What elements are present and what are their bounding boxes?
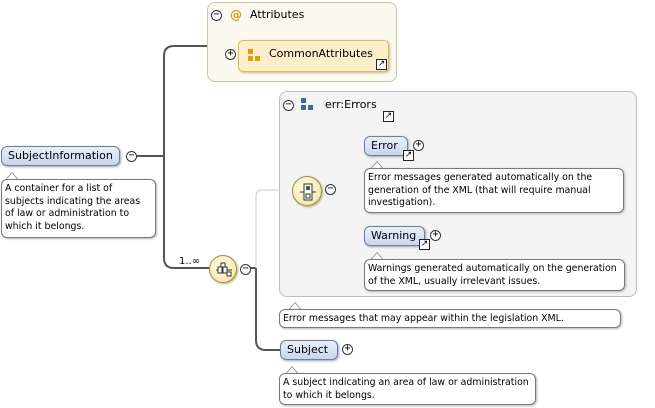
warning-doc-pointer xyxy=(371,252,383,259)
attribute-group-reference-icon: ↗ xyxy=(376,59,387,70)
subject-element-label: Subject xyxy=(287,343,329,356)
sequence-compositor[interactable] xyxy=(209,255,237,283)
sequence-icon xyxy=(216,262,232,277)
warning-element[interactable]: Warning xyxy=(364,226,425,246)
root-element[interactable]: SubjectInformation xyxy=(1,146,120,166)
warning-element-label: Warning xyxy=(371,229,417,242)
error-reference-icon: ↗ xyxy=(403,150,414,161)
choice-icon xyxy=(300,183,316,201)
attribute-group-box[interactable]: CommonAttributes ↗ xyxy=(238,40,389,72)
errors-type-doc-pointer xyxy=(289,302,301,309)
subject-doc-pointer xyxy=(286,366,298,373)
choice-collapse-toggle[interactable]: − xyxy=(325,184,336,195)
sequence-collapse-toggle[interactable]: − xyxy=(240,264,251,275)
attributes-collapse-toggle[interactable]: − xyxy=(211,10,222,21)
warning-documentation: Warnings generated automatically on the … xyxy=(364,259,625,291)
error-element[interactable]: Error xyxy=(364,136,408,156)
errors-type-reference-icon: ↗ xyxy=(383,111,394,122)
errors-type-name: err:Errors xyxy=(325,98,377,111)
subject-expand-toggle[interactable]: + xyxy=(342,344,353,355)
errors-type-documentation: Error messages that may appear within th… xyxy=(279,309,621,328)
warning-expand-toggle[interactable]: + xyxy=(430,230,441,241)
choice-compositor[interactable] xyxy=(292,176,322,206)
attribute-at-icon: @ xyxy=(230,8,242,22)
error-element-label: Error xyxy=(371,139,398,152)
complex-type-icon xyxy=(301,98,313,110)
sequence-cardinality: 1..∞ xyxy=(179,256,201,267)
errors-type-collapse-toggle[interactable]: − xyxy=(283,100,294,111)
subject-documentation: A subject indicating an area of law or a… xyxy=(279,373,536,405)
root-element-label: SubjectInformation xyxy=(8,149,113,162)
attribute-group-label: CommonAttributes xyxy=(269,47,373,60)
attribute-group-expand-toggle[interactable]: + xyxy=(225,49,236,60)
root-documentation: A container for a list of subjects indic… xyxy=(1,179,156,238)
subject-element[interactable]: Subject xyxy=(280,340,338,360)
error-doc-pointer xyxy=(371,161,383,168)
root-doc-pointer xyxy=(6,172,18,179)
warning-reference-icon: ↗ xyxy=(419,239,430,250)
attributes-title: Attributes xyxy=(250,8,305,21)
error-documentation: Error messages generated automatically o… xyxy=(364,168,624,213)
root-collapse-toggle[interactable]: − xyxy=(126,151,137,162)
error-expand-toggle[interactable]: + xyxy=(413,140,424,151)
attribute-group-icon xyxy=(248,49,260,61)
